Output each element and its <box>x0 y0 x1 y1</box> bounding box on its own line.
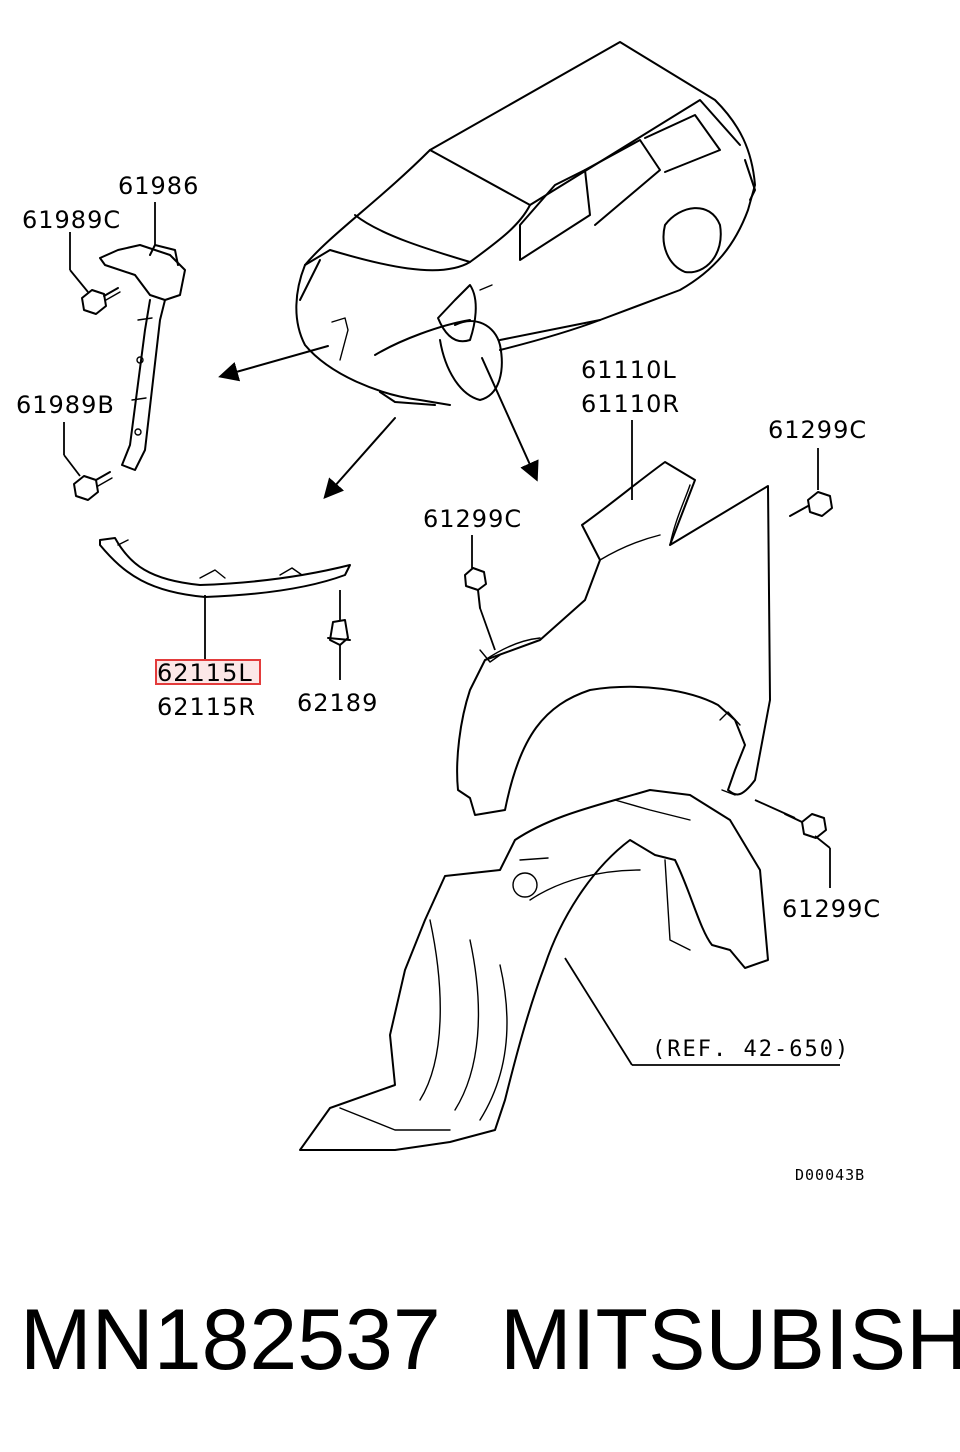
clip-62189 <box>327 619 351 646</box>
bolt-61299C-top <box>789 491 833 517</box>
molding-strip <box>99 537 351 598</box>
leader-lines <box>63 202 840 1066</box>
label-61989C: 61989C <box>22 206 121 234</box>
label-61110L: 61110L <box>581 356 677 384</box>
bolt-61989C <box>81 287 121 315</box>
direction-arrows <box>218 345 539 499</box>
highlight-box-62115L <box>155 659 261 685</box>
bracket-assembly <box>99 244 186 471</box>
label-62115L: 62115L <box>157 659 253 687</box>
product-footer: MN182537 MITSUBISHI <box>0 1285 960 1395</box>
diagram-code: D00043B <box>795 1166 865 1184</box>
label-61299C-top: 61299C <box>768 416 867 444</box>
label-61110R: 61110R <box>581 390 680 418</box>
bolt-61299C-left <box>464 567 487 609</box>
label-61989B: 61989B <box>16 391 115 419</box>
bolt-61299C-bottom <box>784 813 827 839</box>
bolt-61989B <box>73 471 113 501</box>
brand-name: MITSUBISHI <box>500 1292 960 1388</box>
part-number: MN182537 <box>20 1292 441 1388</box>
fender-panel <box>456 461 771 816</box>
label-61299C-bottom: 61299C <box>782 895 881 923</box>
label-62115R: 62115R <box>157 693 256 721</box>
label-61299C-left: 61299C <box>423 505 522 533</box>
label-62189: 62189 <box>297 689 378 717</box>
label-61986: 61986 <box>118 172 199 200</box>
inner-fender-liner <box>299 789 769 1151</box>
car-illustration <box>295 41 756 406</box>
reference-label: (REF. 42-650) <box>652 1037 850 1062</box>
